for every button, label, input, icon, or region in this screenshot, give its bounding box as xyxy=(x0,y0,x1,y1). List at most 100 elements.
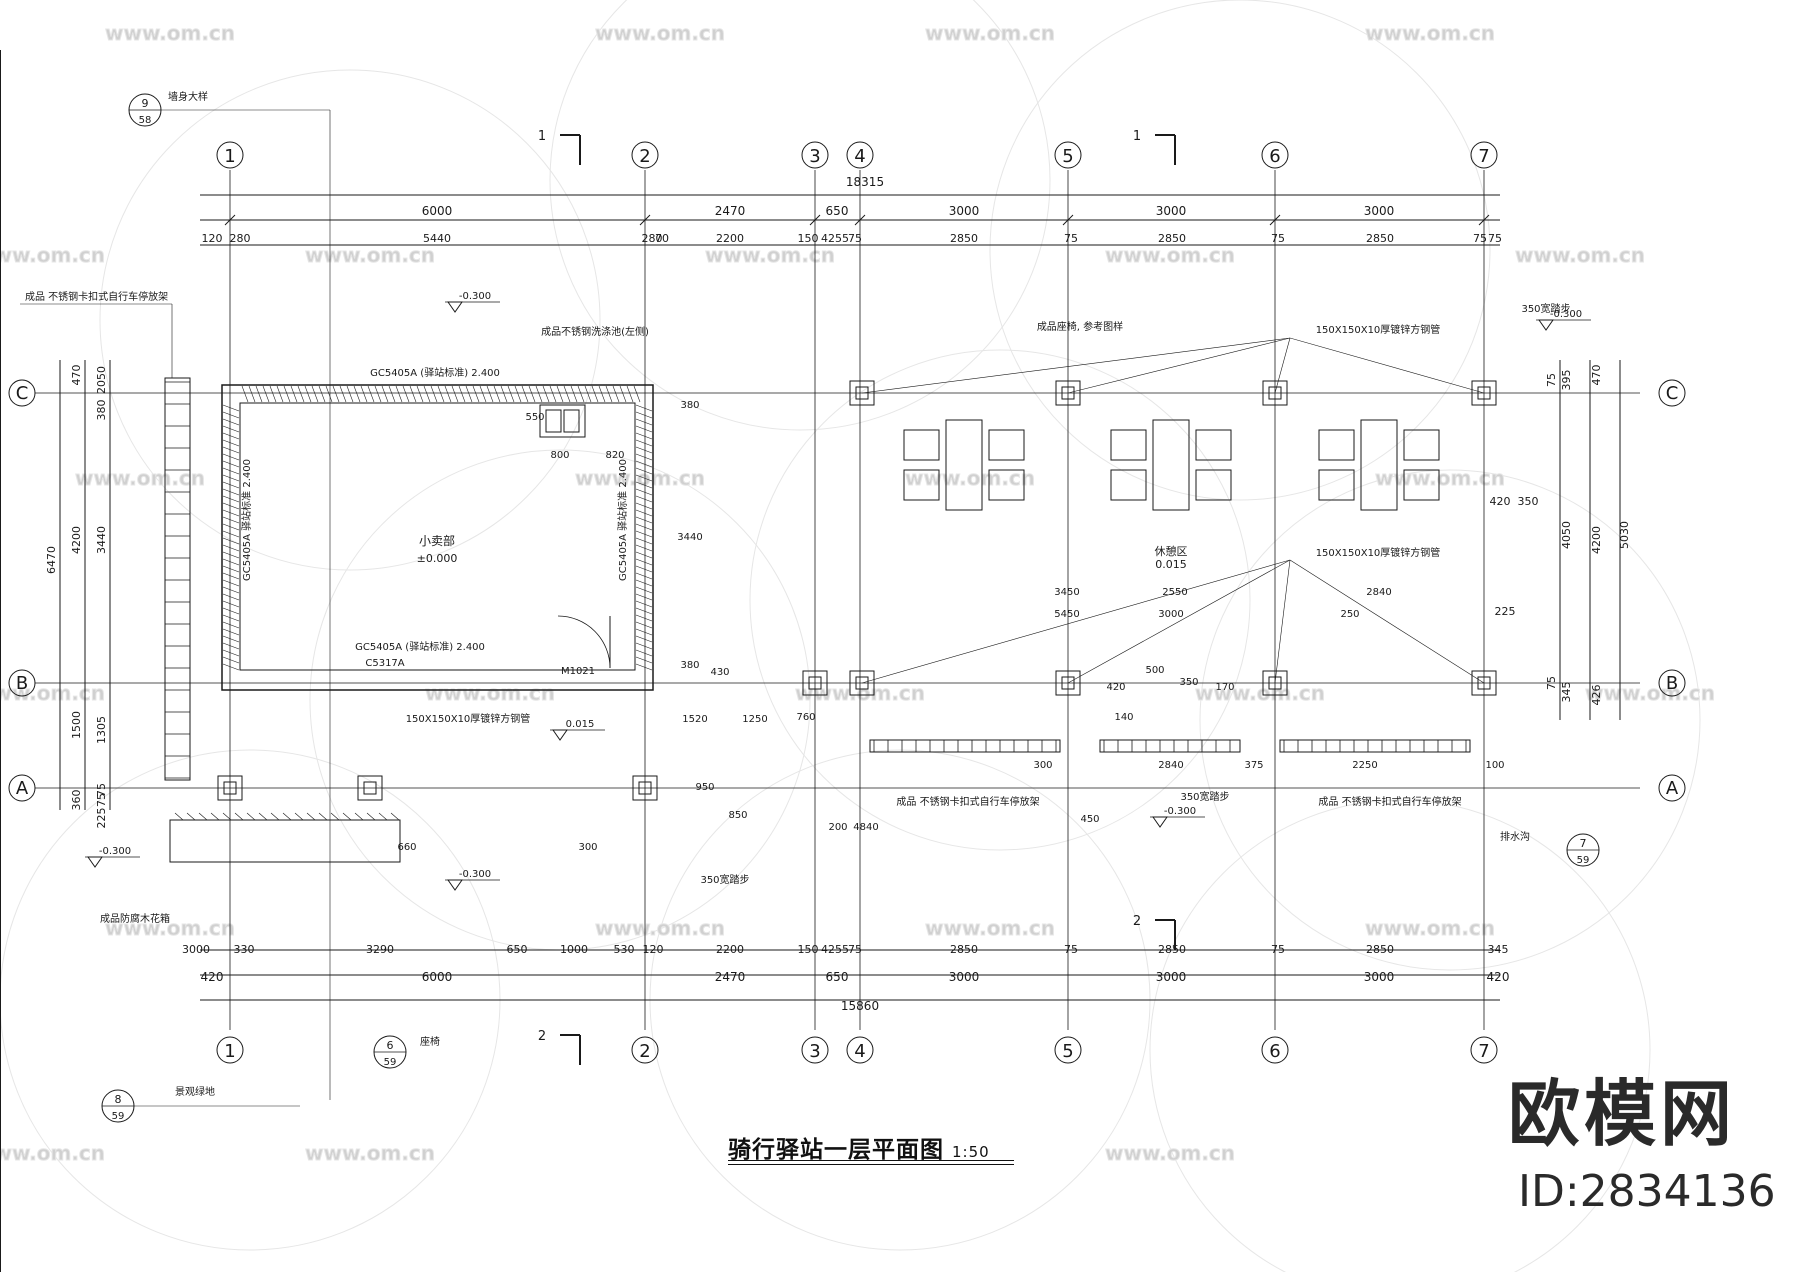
axis-label-right-B: B xyxy=(1666,673,1678,694)
dining-chair xyxy=(988,469,1025,501)
dining-room-label: 休憩区 xyxy=(1155,544,1188,558)
dim-top-row1: 3000 xyxy=(1156,204,1187,218)
detail-callout-bottom: 58 xyxy=(139,115,152,126)
misc-dimension: 170 xyxy=(1215,682,1234,693)
wall-hatch xyxy=(635,551,653,559)
level-marker xyxy=(447,301,463,313)
level-marker xyxy=(1152,816,1168,828)
watermark-circle xyxy=(99,69,601,571)
axis-bubble-top-2 xyxy=(631,141,659,169)
planter-hatch xyxy=(330,812,340,821)
dim-right-label: 5030 xyxy=(1618,521,1631,549)
wall-hatch xyxy=(635,530,653,538)
planter-hatch xyxy=(234,812,244,821)
misc-dimension: 350 xyxy=(1179,677,1198,688)
sink-basin xyxy=(539,404,586,438)
bike-rack-mid-note: 成品 不锈钢卡扣式自行车停放架 xyxy=(896,795,1039,808)
wall-hatch xyxy=(430,385,438,403)
wall-hatch xyxy=(605,385,613,403)
axis-bubble-left-C xyxy=(8,379,36,407)
dining-chair xyxy=(1110,469,1147,501)
dim-tick xyxy=(809,214,821,226)
axis-bubble-bottom-6 xyxy=(1261,1036,1289,1064)
wall-hatch xyxy=(626,385,634,403)
steel-post xyxy=(1471,670,1497,696)
misc-dimension: 300 xyxy=(1033,760,1052,771)
dim-bottom-row1: 75 xyxy=(848,943,862,956)
planter-hatch xyxy=(222,812,232,821)
wall-hatch xyxy=(360,385,368,403)
wall-hatch xyxy=(635,537,653,545)
wall-hatch xyxy=(591,385,599,403)
dim-top-row2: 75 xyxy=(1271,232,1285,245)
wall-hatch xyxy=(423,385,431,403)
wide-step-note-3: 350宽踏步 xyxy=(1521,302,1570,315)
kiosk-room-label: 小卖部 xyxy=(419,533,455,548)
bike-rack-left-note: 成品 不锈钢卡扣式自行车停放架 xyxy=(25,290,168,303)
wall-hatch xyxy=(635,509,653,517)
axis-bubble-bottom-5 xyxy=(1054,1036,1082,1064)
wall-hatch xyxy=(222,481,240,489)
bottom-wall-label: GC5405A (驿站标准) 2.400 xyxy=(355,640,485,653)
wall-hatch xyxy=(222,418,240,426)
wall-hatch xyxy=(222,663,240,671)
section-mark-label: 2 xyxy=(538,1029,546,1044)
dim-left-label: 75 xyxy=(95,793,108,807)
dim-tick xyxy=(1269,214,1281,226)
planter-hatch xyxy=(378,812,388,821)
watermark-text: www.om.cn xyxy=(1365,21,1495,45)
wall-hatch xyxy=(635,523,653,531)
wide-step-note-1: 350宽踏步 xyxy=(700,873,749,886)
corner-node-note: 墙身大样 xyxy=(168,90,208,103)
watermark-text: www.om.cn xyxy=(105,916,235,940)
bike-rack-left-frame xyxy=(164,377,191,781)
dim-bottom-row1: 150 xyxy=(798,943,819,956)
watermark-text: www.om.cn xyxy=(705,243,835,267)
misc-dimension: 760 xyxy=(796,712,815,723)
wall-hatch xyxy=(222,530,240,538)
bottom-wall-label-2: C5317A xyxy=(365,658,404,669)
planter-hatch xyxy=(282,812,292,821)
dim-top-row2: 75 xyxy=(1473,232,1487,245)
axis-label-left-B: B xyxy=(16,673,28,694)
drawing-scale: 1:50 xyxy=(952,1143,990,1161)
wall-hatch xyxy=(528,385,536,403)
top-wall-label: GC5405A (驿站标准) 2.400 xyxy=(370,366,500,379)
dim-top-row2: 2200 xyxy=(716,232,744,245)
steel-post xyxy=(1055,380,1081,406)
steel-post-core xyxy=(1268,386,1282,400)
wall-hatch xyxy=(635,642,653,650)
dim-top-row2: 4255 xyxy=(821,232,849,245)
misc-dimension: 2840 xyxy=(1366,587,1391,598)
dim-bottom-row2: 650 xyxy=(826,970,849,984)
level-label: 0.015 xyxy=(566,719,595,730)
wall-hatch xyxy=(635,593,653,601)
wall-hatch xyxy=(635,572,653,580)
dim-top-row1: 6000 xyxy=(422,204,453,218)
dim-right-label: 426 xyxy=(1590,685,1603,706)
wall-hatch xyxy=(635,432,653,440)
wall-hatch xyxy=(222,488,240,496)
watermark-text: www.om.cn xyxy=(0,1141,105,1165)
steel-post xyxy=(632,775,658,801)
level-marker xyxy=(552,729,568,741)
wall-hatch xyxy=(486,385,494,403)
dim-top-row2: 75 xyxy=(848,232,862,245)
watermark-circle xyxy=(749,349,1251,851)
wall-hatch xyxy=(451,385,459,403)
axis-bubble-top-3 xyxy=(801,141,829,169)
dim-tick xyxy=(1062,214,1074,226)
dim-top-row1: 2470 xyxy=(715,204,746,218)
dim-top-row2: 150 xyxy=(798,232,819,245)
level-marker xyxy=(87,856,103,868)
dining-chair xyxy=(1403,429,1440,461)
dim-bottom-row1: 75 xyxy=(1271,943,1285,956)
sink-note: 成品不锈钢洗涤池(左侧) xyxy=(541,325,649,338)
dim-left-label: 6470 xyxy=(45,546,58,574)
watermark-text: www.om.cn xyxy=(1195,681,1325,705)
dim-right-label: 75 xyxy=(1545,373,1558,387)
wall-hatch xyxy=(325,385,333,403)
steel-post-core xyxy=(223,781,237,795)
wall-hatch xyxy=(514,385,522,403)
wall-hatch xyxy=(409,385,417,403)
